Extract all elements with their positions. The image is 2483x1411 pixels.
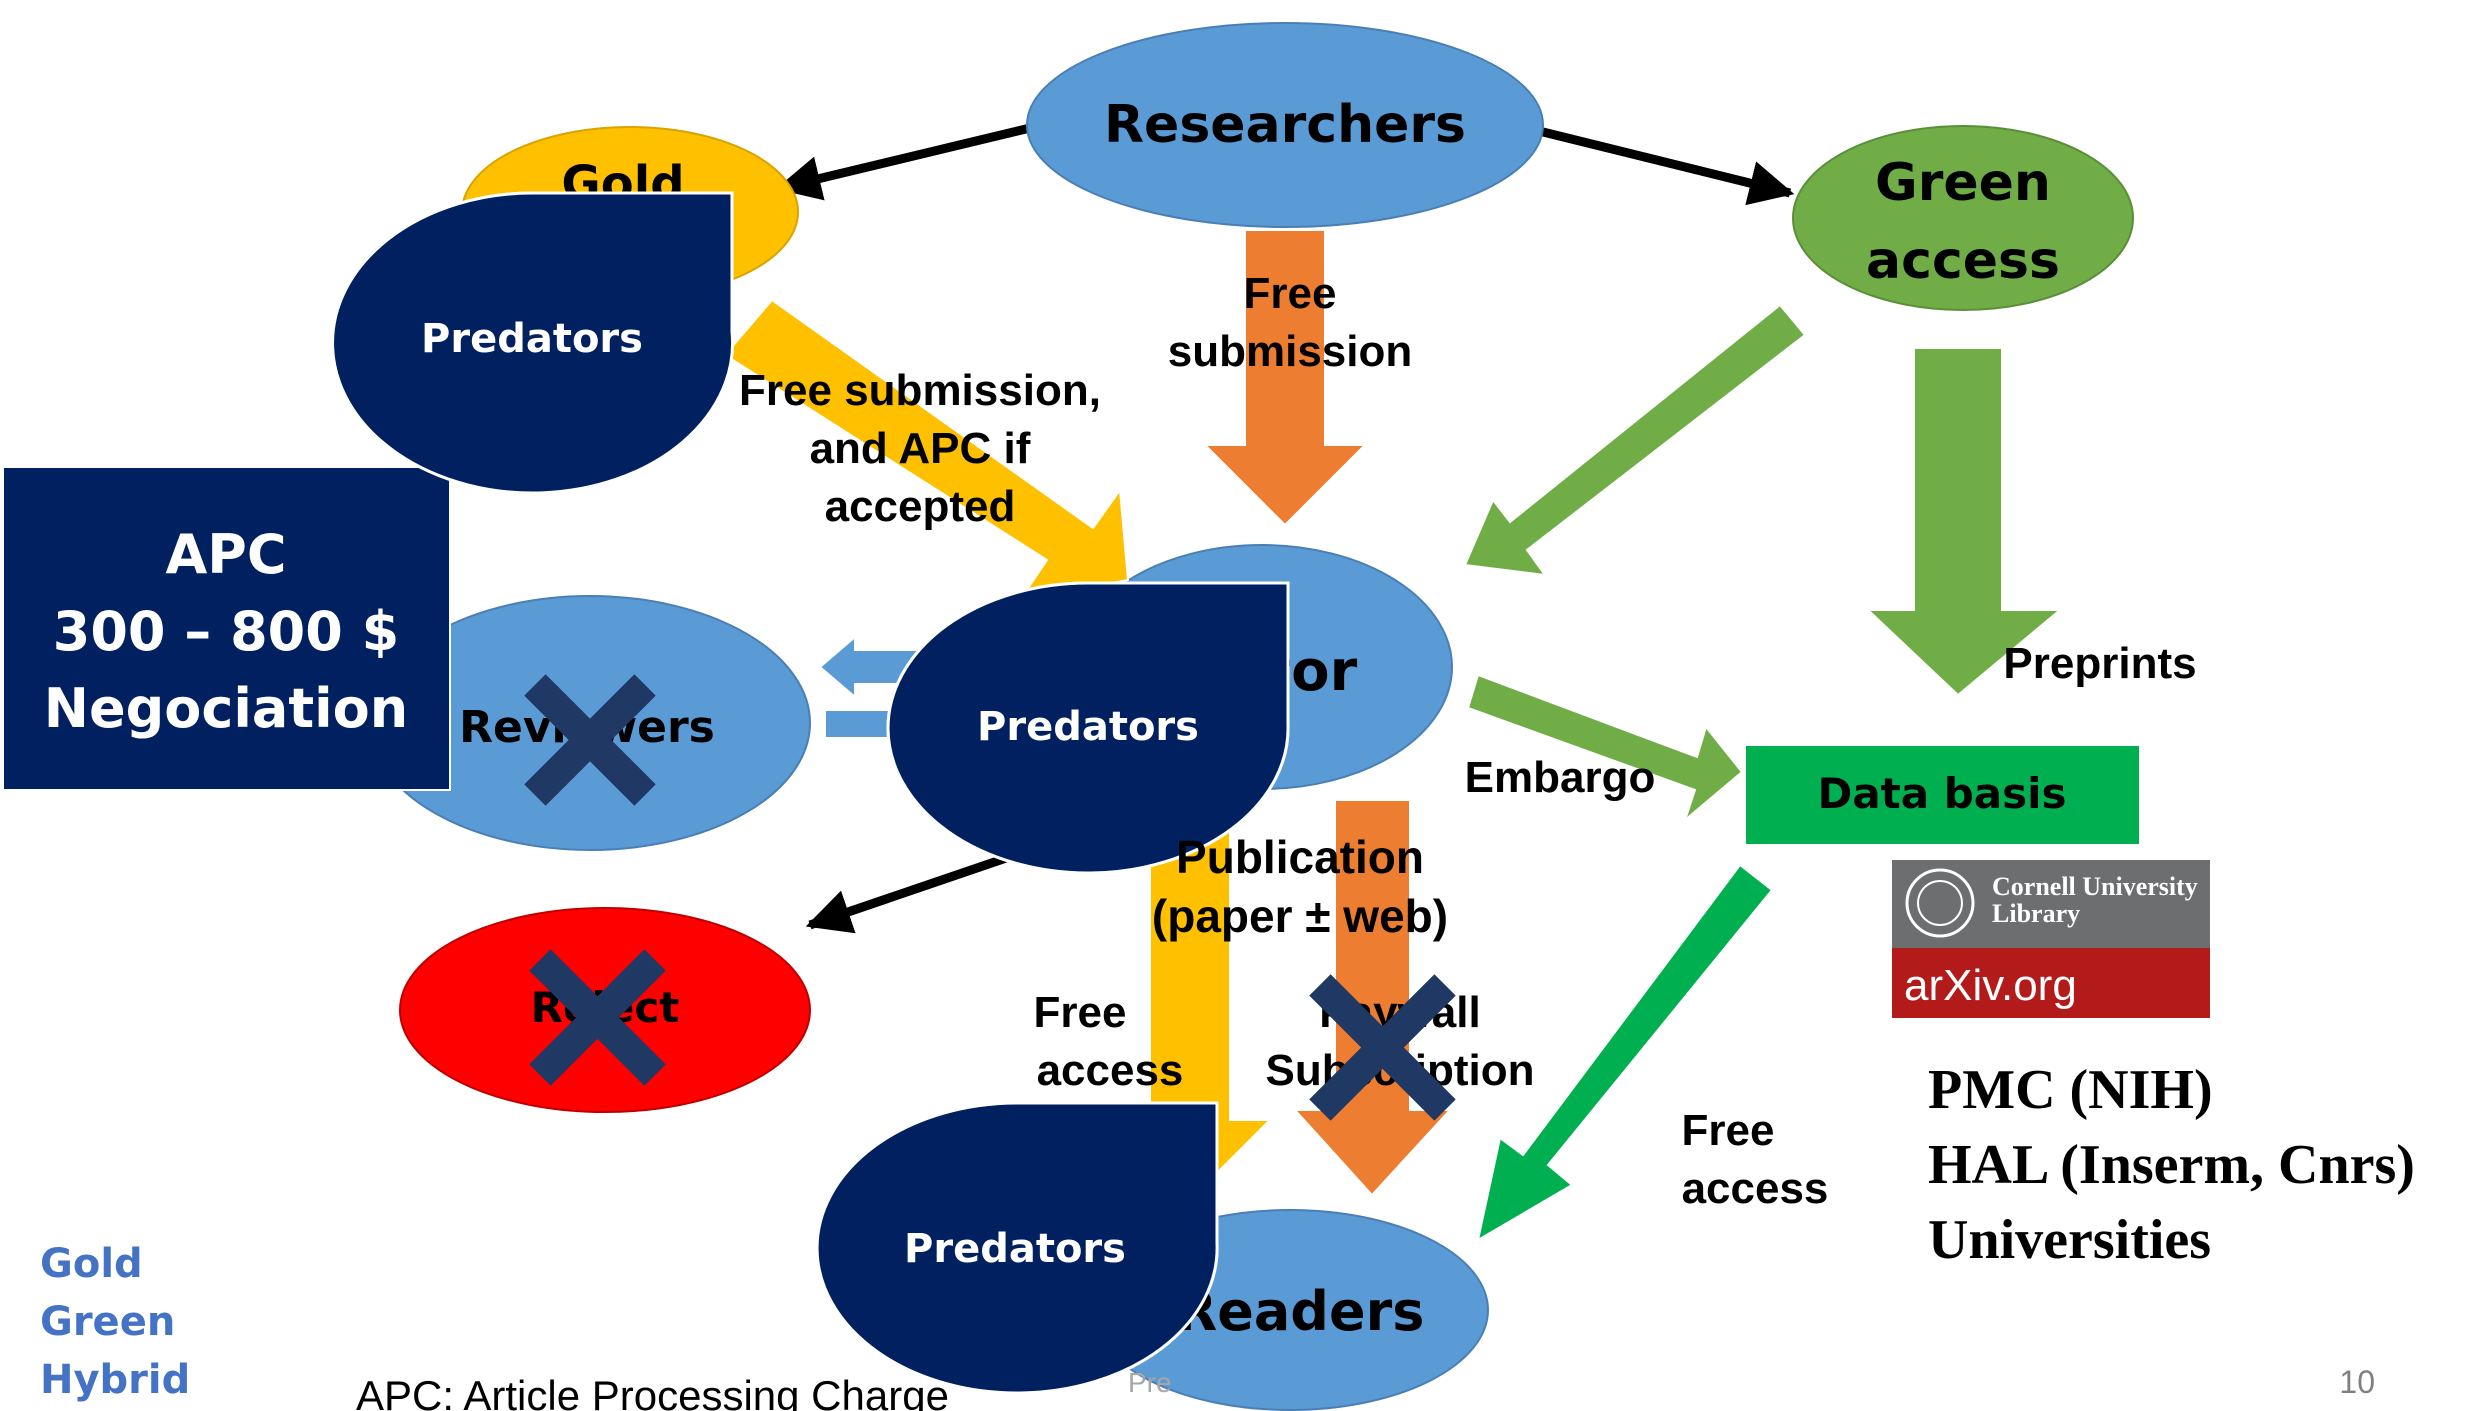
page-number: 10 [2339, 1364, 2375, 1400]
embargo-label: Embargo [1465, 753, 1656, 802]
cornell-logo-line2: Library [1992, 899, 2080, 928]
publication-label-line1: Publication [1176, 831, 1424, 883]
arrow-editor-to-reject [805, 850, 1017, 934]
node-data-basis [1744, 744, 2141, 846]
preprints-label: Preprints [2003, 639, 2196, 688]
arrow-preprints [1865, 347, 2063, 697]
apc-range: 300 – 800 $ [53, 600, 399, 663]
free-submission-apc-line3: accepted [825, 482, 1016, 531]
legend-hybrid: Hybrid [40, 1357, 190, 1403]
free-submission-label-line2: submission [1168, 327, 1413, 376]
free-access-right-line2: access [1682, 1164, 1829, 1213]
predators-label-readers: Predators [904, 1226, 1126, 1272]
cornell-seal-icon [1905, 868, 1975, 938]
cross-icon-reject-top [529, 949, 666, 1086]
arrow-embargo [1466, 673, 1744, 824]
repository-hal: HAL (Inserm, Cnrs) [1928, 1134, 2415, 1196]
apc-title: APC [166, 523, 287, 586]
predators-label-gold: Predators [421, 316, 643, 362]
cross-icon-reviewers-top [524, 674, 656, 806]
free-submission-label-line1: Free [1244, 269, 1337, 318]
predators-label-editor: Predators [977, 704, 1199, 750]
publication-label-line2: (paper ± web) [1152, 890, 1448, 942]
arrow-green-to-editor [1463, 303, 1807, 577]
researchers-label: Researchers [1104, 95, 1466, 155]
green-access-label-line1: Green [1875, 153, 2051, 213]
repository-pmc: PMC (NIH) [1928, 1059, 2213, 1121]
legend-gold: Gold [40, 1241, 143, 1287]
data-basis-label: Data basis [1817, 769, 2066, 818]
predators-blob-editor-cover [886, 581, 1290, 875]
node-green-access [1792, 125, 2134, 311]
free-access-right-line1: Free [1682, 1106, 1775, 1155]
cornell-logo-line1: Cornell University [1992, 872, 2198, 901]
arrow-researchers-to-green [1533, 125, 1795, 206]
free-access-left-line2: access [1037, 1046, 1184, 1095]
cornell-arxiv-logo [1892, 860, 2210, 1018]
free-access-left-line1: Free [1034, 988, 1127, 1037]
free-submission-apc-line2: and APC if [810, 424, 1031, 473]
predators-blob-gold-cover [331, 191, 735, 495]
apc-box [2, 466, 451, 791]
footnote-apc: APC: Article Processing Charge [356, 1372, 949, 1411]
readers-label: Readers [1176, 1280, 1425, 1343]
apc-negociation: Negociation [44, 677, 408, 740]
node-researchers [1026, 22, 1544, 228]
arrow-free-submission [1202, 229, 1368, 527]
arrow-free-access-green [1476, 863, 1774, 1243]
repository-universities: Universities [1928, 1209, 2211, 1271]
legend-green: Green [40, 1299, 175, 1345]
cross-icon-paywall-top [1309, 974, 1456, 1121]
arxiv-logo-text: arXiv.org [1904, 961, 2077, 1010]
footer-center-text: Pre [1128, 1367, 1172, 1398]
free-submission-apc-line1: Free submission, [739, 366, 1101, 415]
green-access-label-line2: access [1866, 231, 2060, 291]
arrow-researchers-to-gold [775, 123, 1032, 201]
predators-blob-readers-cover [815, 1101, 1219, 1395]
